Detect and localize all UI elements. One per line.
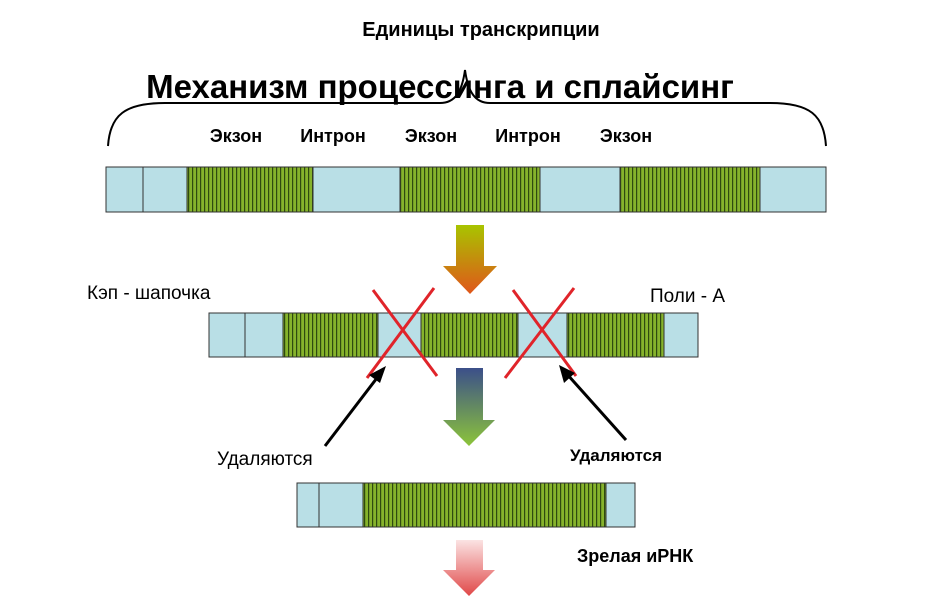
intron-segment: [142, 166, 188, 213]
brace: [107, 69, 827, 147]
pointer-arrow-right: [559, 365, 628, 442]
cap-label: Кэп - шапочка: [87, 283, 211, 304]
intron-segment: [663, 312, 699, 358]
mature-mrna-label: Зрелая иРНК: [577, 546, 694, 566]
mature-mrna-strip: [296, 482, 636, 528]
intron-segment: [605, 482, 636, 528]
exon-segment: [399, 166, 541, 213]
arrow-transcription: [443, 225, 497, 294]
segment-label: Экзон: [405, 126, 457, 146]
transcription-units-label: Единицы транскрипции: [362, 19, 599, 41]
exon-segment: [619, 166, 761, 213]
exon-segment: [420, 312, 519, 358]
diagram-title: Механизм процессинга и сплайсинг: [146, 68, 734, 105]
segment-label: Экзон: [600, 126, 652, 146]
exon-segment: [186, 166, 314, 213]
segment-label: Интрон: [495, 126, 561, 146]
arrow-mature: [443, 540, 495, 596]
intron-segment: [244, 312, 284, 358]
exon-segment: [282, 312, 379, 358]
cross-right: [503, 287, 578, 379]
intron-segment: [105, 166, 144, 213]
intron-segment: [208, 312, 246, 358]
removed-left-label: Удаляются: [217, 449, 313, 470]
exon-segment: [362, 482, 607, 528]
arrow-splicing: [443, 368, 495, 446]
cross-left: [365, 287, 439, 379]
intron-segment: [296, 482, 320, 528]
segment-label: Интрон: [300, 126, 366, 146]
intron-segment: [318, 482, 364, 528]
polya-label: Поли - А: [650, 286, 725, 307]
processed-mrna-strip: [208, 312, 699, 358]
pre-mrna-strip: [105, 166, 827, 213]
intron-segment: [539, 166, 621, 213]
segment-label: Экзон: [210, 126, 262, 146]
intron-segment: [312, 166, 401, 213]
exon-segment: [566, 312, 665, 358]
removed-right-label: Удаляются: [570, 446, 662, 465]
pointer-arrow-left: [323, 366, 386, 447]
intron-segment: [759, 166, 827, 213]
